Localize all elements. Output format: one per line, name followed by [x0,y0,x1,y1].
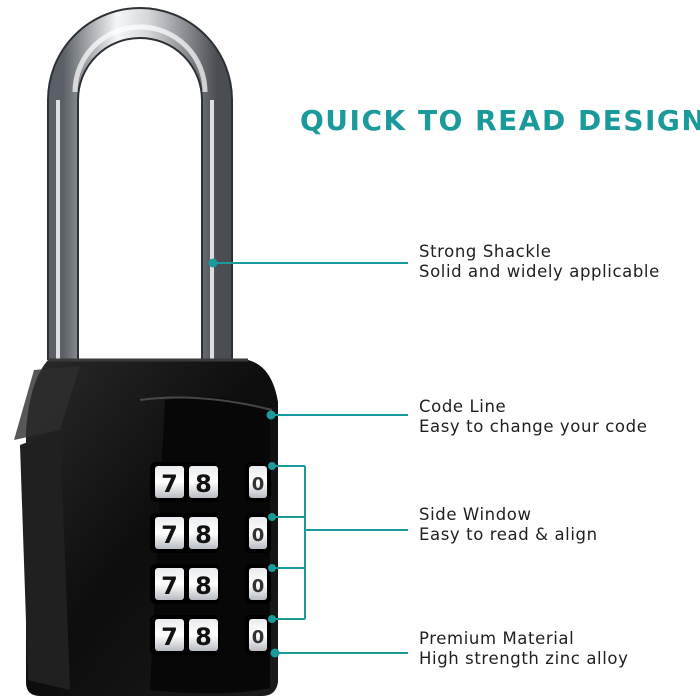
dial-digit: 8 [195,521,212,549]
dial-windows: 7 8 0 7 8 0 7 8 0 [150,462,271,655]
feature-subtitle: Easy to read & align [419,525,598,544]
side-window-digit: 0 [252,474,265,495]
side-window-digit: 0 [252,525,265,546]
lock-body [14,358,278,696]
feature-title: Strong Shackle [419,242,552,261]
headline: QUICK TO READ DESIGN [300,104,700,137]
feature-side-window: Side Window Easy to read & align [419,505,700,545]
dial-digit: 7 [161,470,178,498]
dial-row: 7 8 0 [150,513,271,553]
dial-digit: 7 [161,623,178,651]
feature-premium-material: Premium Material High strength zinc allo… [419,629,700,669]
dial-row: 7 8 0 [150,564,271,604]
dial-row: 7 8 0 [150,462,271,502]
callout-side-window [268,462,408,623]
feature-code-line: Code Line Easy to change your code [419,397,700,437]
feature-subtitle: Easy to change your code [419,417,648,436]
feature-subtitle: High strength zinc alloy [419,649,629,668]
dial-digit: 7 [161,521,178,549]
dial-digit: 8 [195,623,212,651]
feature-title: Premium Material [419,629,575,648]
side-window-digit: 0 [252,627,265,648]
feature-strong-shackle: Strong Shackle Solid and widely applicab… [419,242,700,282]
dial-digit: 8 [195,470,212,498]
dial-digit: 8 [195,572,212,600]
feature-subtitle: Solid and widely applicable [419,262,660,281]
dial-digit: 7 [161,572,178,600]
shackle [47,7,233,392]
dial-row: 7 8 0 [150,615,271,655]
side-window-digit: 0 [252,576,265,597]
callout-lines [208,258,408,658]
feature-title: Side Window [419,505,532,524]
feature-title: Code Line [419,397,507,416]
